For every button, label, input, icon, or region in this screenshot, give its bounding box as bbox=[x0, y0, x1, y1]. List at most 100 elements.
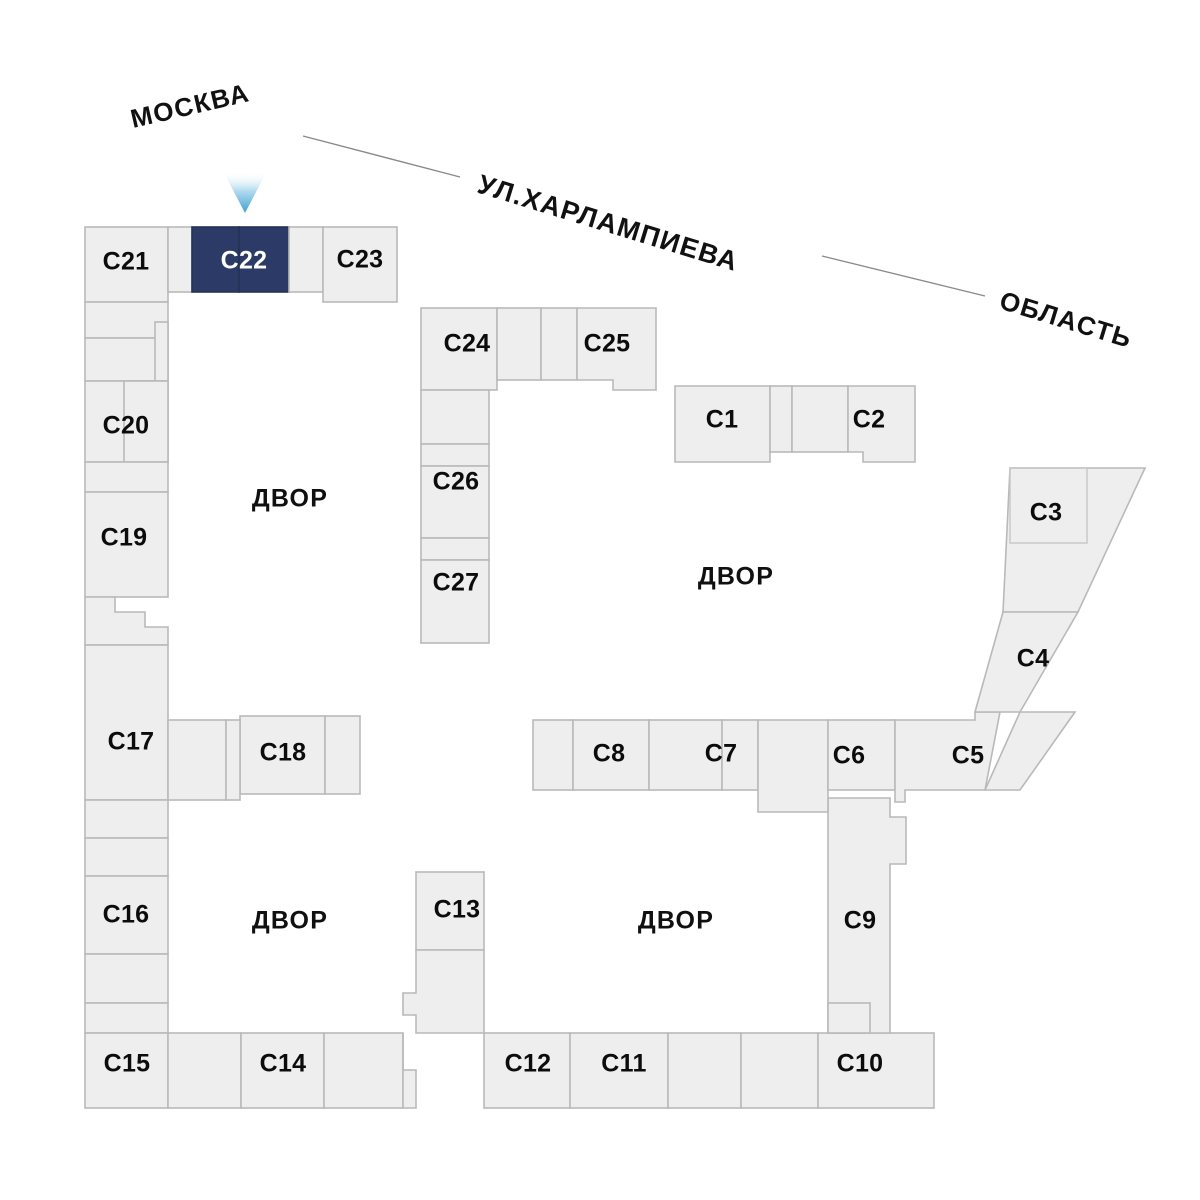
block-west-spine bbox=[84, 301, 361, 1034]
section-label-C8[interactable]: C8 bbox=[593, 740, 626, 768]
section-shape-C1-wing[interactable] bbox=[769, 385, 793, 453]
section-label-C22[interactable]: C22 bbox=[221, 247, 268, 275]
section-label-C12[interactable]: C12 bbox=[505, 1050, 552, 1078]
yard-label-north-west: ДВОР bbox=[252, 485, 328, 513]
section-label-C23[interactable]: C23 bbox=[337, 246, 384, 274]
section-strip-west-7[interactable] bbox=[84, 1002, 169, 1034]
section-label-C6[interactable]: C6 bbox=[833, 742, 866, 770]
section-shape-C18-link[interactable] bbox=[225, 719, 241, 801]
section-shape-C18[interactable] bbox=[239, 715, 326, 795]
section-label-C9[interactable]: C9 bbox=[844, 907, 877, 935]
section-label-C17[interactable]: C17 bbox=[108, 728, 155, 756]
section-label-C19[interactable]: C19 bbox=[101, 524, 148, 552]
section-shape-C1[interactable] bbox=[674, 385, 771, 463]
section-shape-C8[interactable] bbox=[572, 719, 650, 791]
direction-label-oblast: ОБЛАСТЬ bbox=[996, 285, 1136, 354]
block-c1-c2 bbox=[674, 385, 916, 463]
section-shape-C25-wing[interactable] bbox=[540, 307, 578, 381]
section-shape-C10-wing[interactable] bbox=[740, 1032, 819, 1109]
section-shape-C17[interactable] bbox=[84, 644, 169, 801]
section-shape-C14[interactable] bbox=[240, 1032, 325, 1109]
section-shape-C1-C2-link[interactable] bbox=[791, 385, 849, 453]
section-shape-C17-wing[interactable] bbox=[167, 719, 227, 801]
block-middle-row bbox=[532, 711, 1001, 813]
section-label-C1[interactable]: C1 bbox=[706, 406, 739, 434]
section-seam-C3 bbox=[1009, 467, 1088, 544]
section-strip-c26-top[interactable] bbox=[420, 389, 490, 445]
section-shape-C6-left[interactable] bbox=[757, 719, 829, 813]
section-label-C3[interactable]: C3 bbox=[1030, 499, 1063, 527]
section-shape-C2[interactable] bbox=[847, 385, 916, 463]
section-label-C4[interactable]: C4 bbox=[1017, 645, 1050, 673]
section-shape-C9-foot[interactable] bbox=[827, 1002, 871, 1034]
section-shape-C22-bay-a[interactable] bbox=[191, 226, 240, 293]
section-shape-C21-wing[interactable] bbox=[167, 226, 193, 293]
yard-label-south-east: ДВОР bbox=[638, 907, 714, 935]
section-label-C2[interactable]: C2 bbox=[853, 406, 886, 434]
section-shape-C12-notch[interactable] bbox=[402, 1033, 417, 1109]
block-south-row bbox=[84, 1032, 935, 1109]
section-label-C10[interactable]: C10 bbox=[837, 1050, 884, 1078]
section-label-C18[interactable]: C18 bbox=[260, 739, 307, 767]
section-strip-west-2b[interactable] bbox=[154, 321, 169, 382]
block-north-top bbox=[84, 226, 398, 303]
section-shape-C18-wing[interactable] bbox=[324, 715, 361, 795]
section-strip-west-4[interactable] bbox=[84, 799, 169, 839]
section-shape-C16[interactable] bbox=[84, 875, 169, 955]
section-label-C21[interactable]: C21 bbox=[103, 248, 150, 276]
section-shape-C19[interactable] bbox=[84, 491, 169, 598]
section-shape-C26[interactable] bbox=[420, 465, 490, 539]
section-label-C20[interactable]: C20 bbox=[103, 412, 150, 440]
section-shape-C8-wing[interactable] bbox=[532, 719, 574, 791]
section-shape-C12[interactable] bbox=[483, 1032, 571, 1109]
selected-section-marker-icon bbox=[224, 173, 266, 213]
section-label-C27[interactable]: C27 bbox=[433, 569, 480, 597]
section-strip-c27-mid[interactable] bbox=[420, 537, 490, 561]
block-c9 bbox=[827, 797, 907, 1034]
section-strip-west-steps[interactable] bbox=[84, 596, 169, 646]
section-shape-C25[interactable] bbox=[576, 307, 657, 391]
direction-label-moskva: МОСКВА bbox=[128, 77, 253, 133]
section-shape-C13-base[interactable] bbox=[402, 949, 485, 1034]
section-label-C5[interactable]: C5 bbox=[952, 742, 985, 770]
street-name-label: УЛ.ХАРЛАМПИЕВА bbox=[474, 169, 742, 277]
section-label-C13[interactable]: C13 bbox=[434, 896, 481, 924]
section-shape-C15-wing[interactable] bbox=[167, 1032, 242, 1109]
leader-line-oblast bbox=[821, 255, 986, 297]
section-strip-c26-mid[interactable] bbox=[420, 443, 490, 467]
section-shape-C11[interactable] bbox=[569, 1032, 669, 1109]
section-label-C11[interactable]: C11 bbox=[601, 1050, 646, 1078]
yard-label-south-west: ДВОР bbox=[252, 907, 328, 935]
section-shape-C7[interactable] bbox=[648, 719, 723, 791]
section-shape-C3-area[interactable] bbox=[1002, 467, 1147, 613]
section-label-C14[interactable]: C14 bbox=[260, 1050, 307, 1078]
block-c24-c27 bbox=[420, 307, 657, 644]
section-shape-C21[interactable] bbox=[84, 226, 169, 303]
section-label-C16[interactable]: C16 bbox=[103, 901, 150, 929]
section-shape-C23[interactable] bbox=[322, 226, 398, 303]
section-label-C26[interactable]: C26 bbox=[433, 468, 480, 496]
section-shape-C11-wing[interactable] bbox=[667, 1032, 742, 1109]
section-strip-west-5[interactable] bbox=[84, 837, 169, 877]
section-shape-C22-wing[interactable] bbox=[288, 226, 324, 293]
section-shape-C20-wing[interactable] bbox=[123, 380, 169, 463]
section-strip-west-6[interactable] bbox=[84, 953, 169, 1004]
section-label-C24[interactable]: C24 bbox=[444, 330, 491, 358]
leader-line-moskva bbox=[302, 135, 461, 178]
section-shape-C5-angled[interactable] bbox=[983, 711, 1077, 791]
section-shape-C14-wing[interactable] bbox=[323, 1032, 404, 1109]
section-shape-C27[interactable] bbox=[420, 559, 490, 644]
yard-label-north-east: ДВОР bbox=[698, 563, 774, 591]
block-east-wing bbox=[973, 467, 1147, 791]
section-strip-west-3[interactable] bbox=[84, 461, 169, 493]
section-shape-C10[interactable] bbox=[817, 1032, 935, 1109]
section-label-C15[interactable]: C15 bbox=[104, 1050, 151, 1078]
section-shape-C13[interactable] bbox=[415, 871, 485, 951]
section-shape-C24-wing[interactable] bbox=[496, 307, 542, 381]
section-label-C25[interactable]: C25 bbox=[584, 330, 631, 358]
section-strip-west-2[interactable] bbox=[84, 337, 169, 382]
section-label-C7[interactable]: C7 bbox=[705, 740, 738, 768]
